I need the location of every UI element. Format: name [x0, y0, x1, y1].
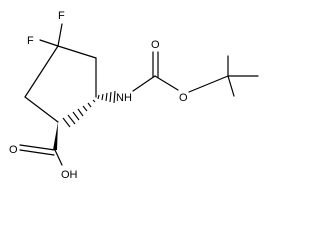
fluorine-upper-label: F [58, 10, 65, 22]
bond-acid-c-oh [54, 149, 63, 166]
bond-acid-c-o-double-2 [19, 149, 55, 156]
carbonyl-oxygen-label: O [151, 39, 160, 51]
ester-oxygen-label: O [179, 92, 188, 104]
hydroxyl-label: OH [61, 169, 78, 181]
chemical-structure: F F NH O O O OH [9, 10, 259, 181]
bond-acid-c-o-double-1 [19, 144, 56, 151]
hashed-wedge-ring-bond [62, 99, 96, 128]
bond-ester-o-tbu-c [188, 75, 229, 93]
bond-c1-f-left [39, 39, 59, 47]
ring-bond-c4-c5 [24, 96, 59, 123]
ring-bond-c5-c1 [24, 45, 59, 98]
fluorine-left-label: F [27, 35, 34, 47]
ring-bond-c1-c2 [57, 45, 97, 59]
bond-c1-f-upper [57, 23, 63, 47]
bond-tbu-methyl-down [227, 75, 235, 97]
cyclopentane-ring [24, 45, 97, 123]
bond-carbonyl-c-ester-o [154, 75, 179, 91]
bond-n-carbonyl-c [132, 75, 156, 92]
acid-oxygen-label: O [9, 144, 18, 156]
hashed-wedge-nh-bond [97, 90, 116, 104]
bold-wedge-acid-bond [53, 122, 58, 150]
nh-label: NH [116, 92, 132, 104]
